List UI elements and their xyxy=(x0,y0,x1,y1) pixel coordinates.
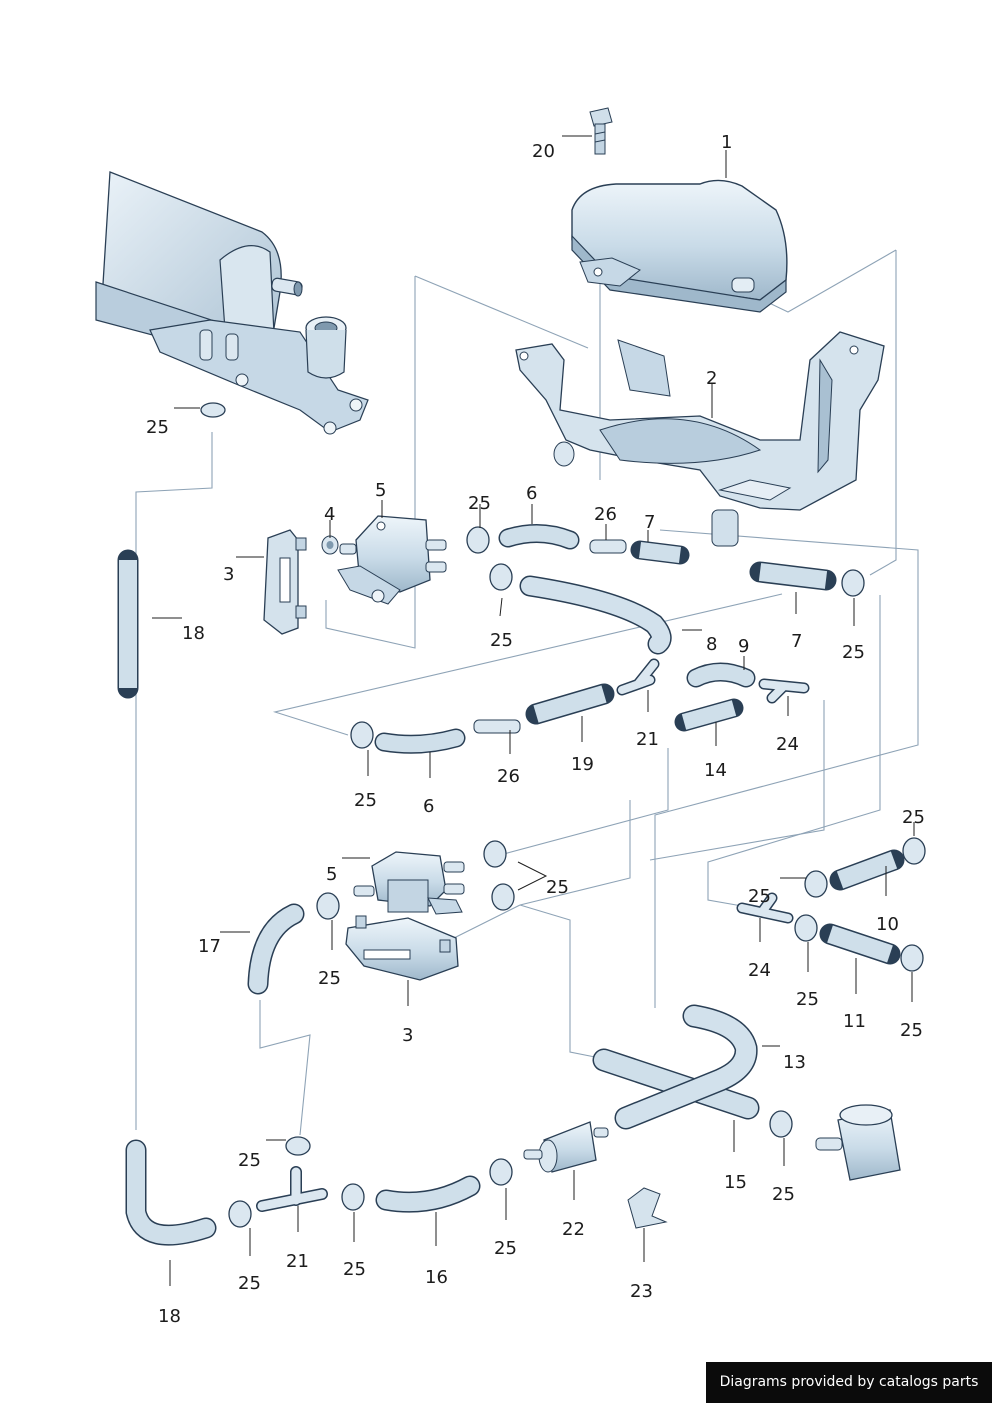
callout-19: 19 xyxy=(571,754,594,775)
callout-17: 17 xyxy=(198,936,221,957)
callout-25-right-low: 25 xyxy=(796,989,819,1010)
callout-6-lower: 6 xyxy=(423,796,434,817)
bolt-part-20 xyxy=(589,107,613,155)
hoses-middle xyxy=(374,658,810,754)
callout-5-lower: 5 xyxy=(326,864,337,885)
callout-22: 22 xyxy=(562,1219,585,1240)
callout-18-upper: 18 xyxy=(182,623,205,644)
intake-housing xyxy=(95,171,369,435)
callout-10: 10 xyxy=(876,914,899,935)
callout-25-tee-top: 25 xyxy=(238,1150,261,1171)
callout-23: 23 xyxy=(630,1281,653,1302)
callout-25-upper-right: 25 xyxy=(842,642,865,663)
hoses-lower xyxy=(125,903,760,1246)
callout-26-upper: 26 xyxy=(594,504,617,525)
callout-13: 13 xyxy=(783,1052,806,1073)
hoses-right xyxy=(736,849,905,965)
callout-labels: 1 2 3 3 4 5 5 6 6 7 7 8 9 10 11 13 14 15… xyxy=(146,132,925,1327)
callout-1: 1 xyxy=(721,132,732,153)
bracket-part-2 xyxy=(515,331,885,547)
callout-7-upper: 7 xyxy=(644,512,655,533)
valve-part-5-upper xyxy=(337,515,447,605)
reservoir-part-1 xyxy=(571,179,788,313)
callout-25-lower-right: 25 xyxy=(772,1184,795,1205)
callout-3-lower: 3 xyxy=(402,1025,413,1046)
clip-part-23 xyxy=(627,1187,668,1229)
callout-21-middle: 21 xyxy=(636,729,659,750)
nut-part-4 xyxy=(321,535,339,555)
callout-3-upper: 3 xyxy=(223,564,234,585)
callout-25-lower-c: 25 xyxy=(494,1238,517,1259)
watermark-banner: Diagrams provided by catalogs parts xyxy=(706,1362,992,1403)
callout-25-upper-b: 25 xyxy=(490,630,513,651)
callout-8: 8 xyxy=(706,634,717,655)
leader-lines xyxy=(152,135,915,1286)
callout-9: 9 xyxy=(738,636,749,657)
callout-25-right-bottom: 25 xyxy=(900,1020,923,1041)
sensor-part-3-upper xyxy=(263,529,307,635)
callout-21-lower: 21 xyxy=(286,1251,309,1272)
valve-part-5-lower xyxy=(353,851,465,915)
callout-25-right-mid: 25 xyxy=(748,886,771,907)
callout-25-middle-left: 25 xyxy=(354,790,377,811)
callout-6-upper: 6 xyxy=(526,483,537,504)
callout-18-lower: 18 xyxy=(158,1306,181,1327)
callout-2: 2 xyxy=(706,368,717,389)
callout-20: 20 xyxy=(532,141,555,162)
callout-25-lower-a: 25 xyxy=(238,1273,261,1294)
callout-25-hose-17: 25 xyxy=(318,968,341,989)
callout-14: 14 xyxy=(704,760,727,781)
callout-5-upper: 5 xyxy=(375,480,386,501)
callout-4: 4 xyxy=(324,504,335,525)
callout-15: 15 xyxy=(724,1172,747,1193)
filter-part-22 xyxy=(523,1121,609,1173)
callout-25-housing: 25 xyxy=(146,417,169,438)
callout-25-valve-lower: 25 xyxy=(546,877,569,898)
callout-7-right: 7 xyxy=(791,631,802,652)
callout-25-right-top: 25 xyxy=(902,807,925,828)
callout-26-middle: 26 xyxy=(497,766,520,787)
hoses-upper xyxy=(117,523,837,699)
callout-25-upper-a: 25 xyxy=(468,493,491,514)
connector-large-right xyxy=(815,1104,901,1181)
callout-16: 16 xyxy=(425,1267,448,1288)
callout-11: 11 xyxy=(843,1011,866,1032)
callout-24-middle: 24 xyxy=(776,734,799,755)
sensor-part-3-lower xyxy=(345,915,459,981)
callout-24-right: 24 xyxy=(748,960,771,981)
hose-clamps xyxy=(228,526,926,1228)
callout-25-lower-b: 25 xyxy=(343,1259,366,1280)
